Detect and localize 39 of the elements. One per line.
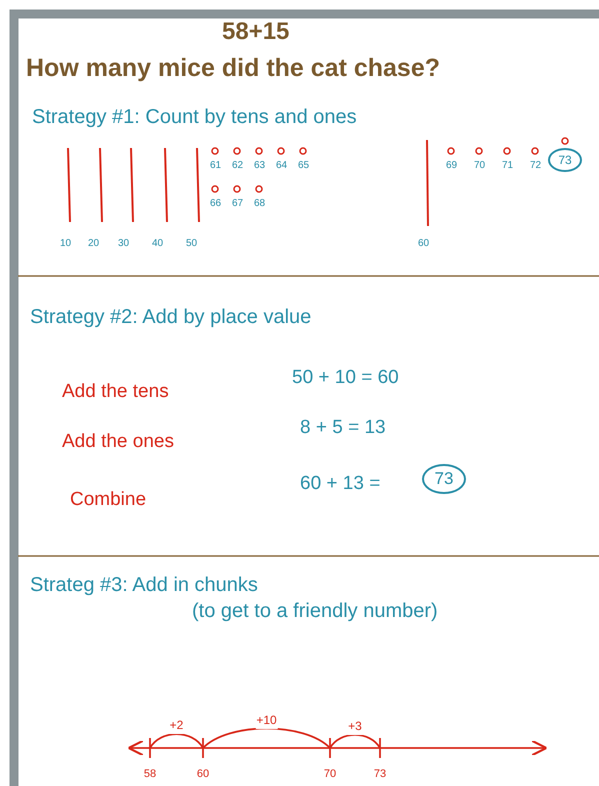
number-label: 40 — [152, 237, 164, 251]
step-label: Combine — [70, 488, 146, 512]
number-label: 61 — [210, 159, 222, 173]
number-label: 10 — [60, 237, 72, 251]
number-label: 70 — [474, 159, 486, 173]
jump-arc — [329, 734, 381, 749]
heading-text: 58+15 — [222, 17, 290, 47]
number-label: 69 — [446, 159, 458, 173]
equation-text: 50 + 10 = 60 — [292, 366, 399, 390]
heading-text: Strategy #1: Count by tens and ones — [32, 105, 357, 130]
heading-text: (to get to a friendly number) — [192, 599, 438, 624]
number-label: 71 — [502, 159, 514, 173]
number-label: 68 — [254, 197, 266, 211]
circled-answer: 73 — [548, 148, 582, 172]
number-label: 65 — [298, 159, 310, 173]
equation-text: 8 + 5 = 13 — [300, 416, 386, 440]
tick-label: 73 — [366, 748, 394, 782]
number-label: 30 — [118, 237, 130, 251]
number-label: 20 — [88, 237, 100, 251]
number-label: 66 — [210, 197, 222, 211]
jump-arc — [149, 733, 204, 749]
number-label: 62 — [232, 159, 244, 173]
tick-label: 70 — [316, 748, 344, 782]
step-label: Add the ones — [62, 430, 174, 454]
number-label: 50 — [186, 237, 198, 251]
heading-text: Strateg #3: Add in chunks — [30, 573, 258, 598]
number-label: 63 — [254, 159, 266, 173]
tick-label: 58 — [136, 748, 164, 782]
equation-text: 60 + 13 = — [300, 472, 380, 496]
number-label: 67 — [232, 197, 244, 211]
step-label: Add the tens — [62, 380, 169, 404]
heading-text: Strategy #2: Add by place value — [30, 305, 312, 330]
tick-label: 60 — [189, 748, 217, 782]
number-label: 72 — [530, 159, 542, 173]
jump-arc — [202, 728, 331, 749]
title: How many mice did the cat chase? — [26, 53, 440, 84]
number-label: 60 — [418, 237, 430, 251]
number-label: 64 — [276, 159, 288, 173]
circled-answer: 73 — [422, 464, 466, 494]
